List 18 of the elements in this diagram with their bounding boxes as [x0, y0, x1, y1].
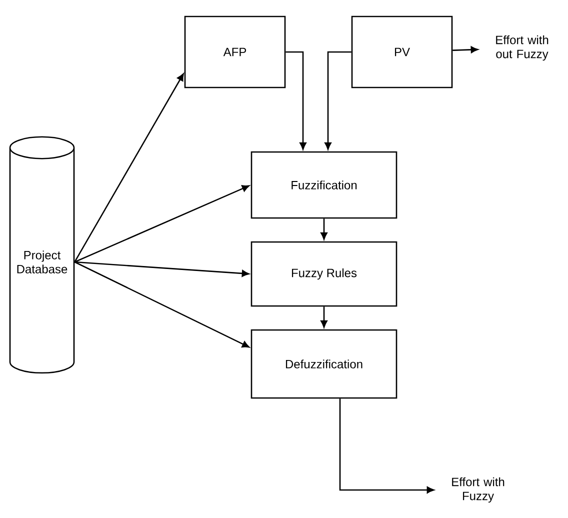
output-label: Effort with out Fuzzy — [496, 35, 548, 61]
arrow — [286, 51, 306, 150]
process-box: PV — [351, 16, 453, 88]
arrow — [324, 51, 352, 150]
process-box: Fuzzification — [250, 151, 398, 219]
arrow — [339, 398, 434, 494]
process-box: Fuzzy Rules — [250, 241, 398, 307]
database-cylinder: Project Database — [9, 136, 75, 374]
arrow — [320, 306, 328, 328]
process-box: Defuzzification — [250, 329, 398, 399]
arrow — [74, 261, 250, 277]
output-label: Effort with Fuzzy — [452, 477, 504, 503]
arrow — [74, 261, 250, 348]
arrow — [452, 46, 478, 54]
arrow — [74, 185, 250, 263]
arrow — [74, 73, 184, 262]
process-box: AFP — [184, 16, 286, 88]
arrow — [320, 218, 328, 240]
